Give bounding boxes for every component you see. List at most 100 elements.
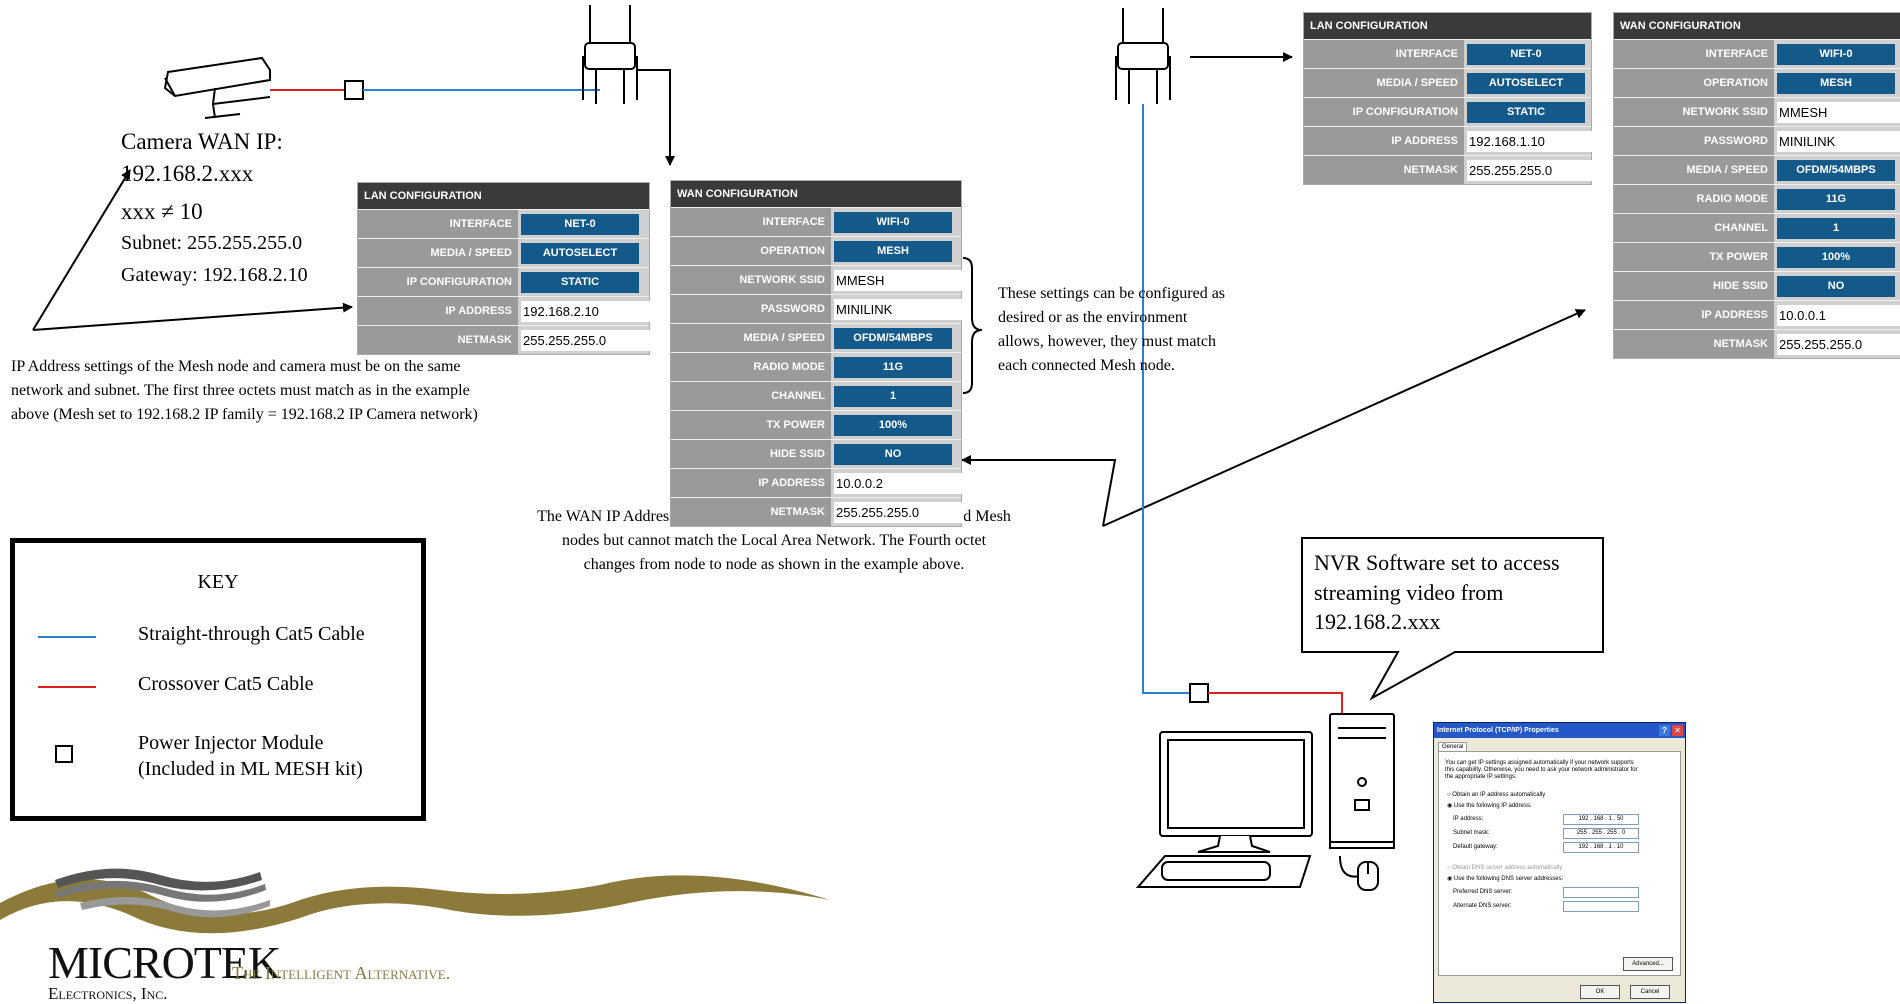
config-text-value[interactable]: 255.255.255.0 [1467, 159, 1597, 181]
config-select-value[interactable]: 100% [1777, 246, 1895, 268]
radio-obtain-dns-label: Obtain DNS server address automatically [1452, 865, 1563, 871]
ip-address-input[interactable]: 192 . 168 . 1 . 50 [1563, 814, 1639, 825]
config-text-value[interactable]: MINILINK [1777, 130, 1900, 152]
mesh-node-2-icon [1115, 8, 1171, 104]
config-label: NETMASK [1614, 330, 1774, 358]
config-text-value[interactable]: 255.255.255.0 [521, 329, 651, 351]
camera-ip-constraint: xxx ≠ 10 [121, 199, 203, 225]
config-select-value[interactable]: AUTOSELECT [1467, 72, 1585, 94]
ok-button[interactable]: OK [1580, 985, 1620, 999]
config-value-cell: 10.0.0.1 [1774, 301, 1900, 329]
config-label: IP ADDRESS [671, 469, 831, 497]
arrow-to-camera-ip [32, 169, 131, 331]
config-text-value[interactable]: 255.255.255.0 [834, 501, 964, 523]
config-label: INTERFACE [1614, 40, 1774, 68]
camera-subnet: Subnet: 255.255.255.0 [121, 231, 303, 254]
config-select-value[interactable]: NO [1777, 275, 1895, 297]
config-text-value[interactable]: 10.0.0.1 [1777, 304, 1900, 326]
advanced-button[interactable]: Advanced... [1623, 957, 1673, 971]
subnet-mask-input[interactable]: 255 . 255 . 255 . 0 [1563, 828, 1639, 839]
config-label: NETMASK [358, 326, 518, 354]
config-value-cell: 255.255.255.0 [831, 498, 967, 526]
tab-general[interactable]: General [1438, 742, 1468, 751]
config-text-value[interactable]: MMESH [1777, 101, 1900, 123]
settings-note-line: allows, however, they must match [998, 333, 1216, 350]
config-select-value[interactable]: 1 [834, 385, 952, 407]
config-value-cell: MINILINK [1774, 127, 1900, 155]
config-select-value[interactable]: NET-0 [1467, 43, 1585, 65]
radio-use-dns[interactable]: ◉ Use the following DNS server addresses… [1447, 876, 1564, 882]
config-select-value[interactable]: AUTOSELECT [521, 242, 639, 264]
close-icon[interactable]: ✕ [1672, 725, 1683, 736]
config-text-value[interactable]: MINILINK [834, 298, 964, 320]
config-select-value[interactable]: NET-0 [521, 213, 639, 235]
power-injector-camera [344, 80, 364, 100]
config-select-value[interactable]: MESH [1777, 72, 1895, 94]
config-select-value[interactable]: NO [834, 443, 952, 465]
config-select-value[interactable]: OFDM/54MBPS [834, 327, 952, 349]
config-select-value[interactable]: 11G [1777, 188, 1895, 210]
computer-icon [1135, 713, 1395, 891]
radio-obtain-ip[interactable]: ○ Obtain an IP address automatically [1447, 792, 1546, 798]
config-value-cell: NET-0 [518, 210, 649, 238]
config-text-value[interactable]: 192.168.2.10 [521, 300, 651, 322]
preferred-dns-input[interactable] [1563, 887, 1639, 898]
config-value-cell: 1 [1774, 214, 1900, 242]
alternate-dns-label: Alternate DNS server: [1453, 903, 1512, 909]
config-value-cell: WIFI-0 [831, 208, 961, 236]
config-label: MEDIA / SPEED [671, 324, 831, 352]
dialog-desc: You can get IP settings assigned automat… [1445, 760, 1634, 766]
config-text-value[interactable]: 255.255.255.0 [1777, 333, 1900, 355]
arrow-to-lan-ip [32, 302, 353, 331]
config-select-value[interactable]: 11G [834, 356, 952, 378]
config-select-value[interactable]: STATIC [521, 271, 639, 293]
radio-obtain-dns[interactable]: ○ Obtain DNS server address automaticall… [1447, 865, 1563, 871]
dialog-desc: this capability. Otherwise, you need to … [1445, 767, 1638, 773]
config-label: TX POWER [671, 411, 831, 439]
alternate-dns-input[interactable] [1563, 901, 1639, 912]
settings-note-line: desired or as the environment [998, 309, 1188, 326]
config-value-cell: 11G [1774, 185, 1900, 213]
camera-wan-ip-label: Camera WAN IP: [121, 129, 283, 154]
config-select-value[interactable]: WIFI-0 [834, 211, 952, 233]
help-icon[interactable]: ? [1659, 725, 1670, 736]
config-value-cell: 255.255.255.0 [1774, 330, 1900, 358]
config-select-value[interactable]: 1 [1777, 217, 1895, 239]
wan-note-line: nodes but cannot match the Local Area Ne… [561, 532, 987, 549]
config-value-cell: 1 [831, 382, 961, 410]
panel-title: WAN CONFIGURATION [1614, 13, 1900, 39]
config-select-value[interactable]: OFDM/54MBPS [1777, 159, 1895, 181]
dialog-desc: the appropriate IP settings. [1445, 774, 1517, 780]
config-value-cell: OFDM/54MBPS [1774, 156, 1900, 184]
subnet-mask-label: Subnet mask: [1453, 830, 1490, 836]
key-injector-line1: Power Injector Module [138, 732, 324, 754]
config-select-value[interactable]: WIFI-0 [1777, 43, 1895, 65]
gateway-input[interactable]: 192 . 168 . 1 . 10 [1563, 842, 1639, 853]
config-text-value[interactable]: 10.0.0.2 [834, 472, 964, 494]
config-value-cell: 100% [831, 411, 961, 439]
config-select-value[interactable]: MESH [834, 240, 952, 262]
radio-use-ip[interactable]: ◉ Use the following IP address: [1447, 803, 1532, 809]
config-select-value[interactable]: STATIC [1467, 101, 1585, 123]
config-text-value[interactable]: 192.168.1.10 [1467, 130, 1597, 152]
config-label: NETMASK [1304, 156, 1464, 184]
settings-note: These settings can be configured as desi… [998, 282, 1225, 378]
config-text-value[interactable]: MMESH [834, 269, 964, 291]
cancel-button[interactable]: Cancel [1630, 985, 1670, 999]
config-select-value[interactable]: 100% [834, 414, 952, 436]
logo-tagline: The Intelligent Alternative. [232, 963, 451, 983]
